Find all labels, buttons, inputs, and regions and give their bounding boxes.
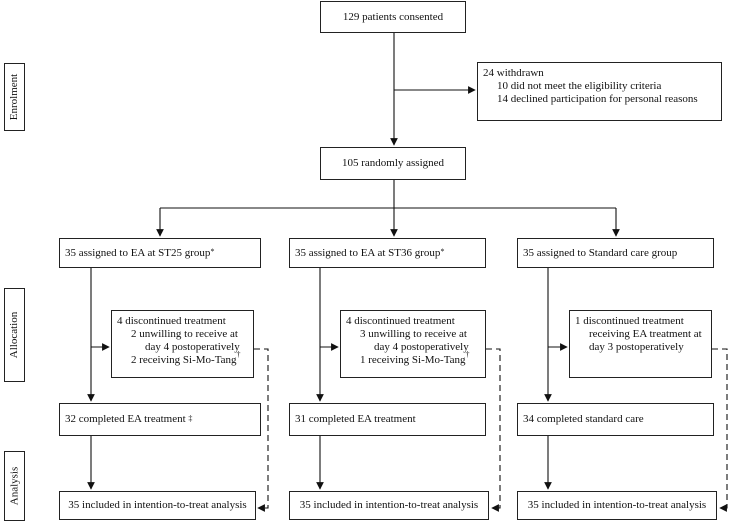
randomized-box: 105 randomly assigned: [320, 147, 466, 180]
group3-discontinued-box: 1 discontinued treatment receiving EA tr…: [569, 310, 712, 378]
consented-text: 129 patients consented: [342, 10, 444, 23]
group2-discontinued-line3-mark: †: [465, 350, 470, 360]
group2-completed-text: 31 completed EA treatment: [295, 413, 416, 425]
group2-analysis-text: 35 included in intention-to-treat analys…: [299, 499, 479, 511]
group3-assigned-box: 35 assigned to Standard care group: [517, 238, 714, 268]
group3-completed-box: 34 completed standard care: [517, 403, 714, 436]
group3-discontinued-title: 1 discontinued treatment: [575, 315, 684, 327]
group3-completed-text: 34 completed standard care: [523, 413, 644, 425]
group1-completed-text: 32 completed EA treatment: [65, 413, 186, 425]
group1-discontinued-line3: 2 receiving Si-Mo-Tang: [131, 354, 237, 366]
randomized-text: 105 randomly assigned: [341, 157, 445, 169]
group1-assigned-box: 35 assigned to EA at ST25 group*: [59, 238, 261, 268]
group1-discontinued-line3-mark: †: [236, 350, 241, 360]
withdrawn-reason-2: 14 declined participation for personal r…: [497, 93, 698, 105]
group3-discontinued-line1: receiving EA treatment at: [589, 328, 702, 340]
phase-label-allocation-text: Allocation: [8, 311, 21, 359]
group2-discontinued-title: 4 discontinued treatment: [346, 315, 455, 327]
phase-label-analysis: Analysis: [4, 451, 25, 521]
group1-assigned-text: 35 assigned to EA at ST25 group: [65, 246, 211, 259]
withdrawn-box: 24 withdrawn 10 did not meet the eligibi…: [477, 62, 722, 121]
group2-assigned-box: 35 assigned to EA at ST36 group*: [289, 238, 486, 268]
group1-completed-box: 32 completed EA treatment ‡: [59, 403, 261, 436]
phase-label-enrolment-text: Enrolment: [8, 73, 21, 121]
group3-analysis-text: 35 included in intention-to-treat analys…: [527, 499, 707, 511]
group2-discontinued-line2: day 4 postoperatively: [374, 341, 469, 353]
group2-assigned-text: 35 assigned to EA at ST36 group: [295, 246, 441, 259]
phase-label-allocation: Allocation: [4, 288, 25, 382]
group2-discontinued-line1: 3 unwilling to receive at: [360, 328, 467, 340]
group2-completed-box: 31 completed EA treatment: [289, 403, 486, 436]
dashed-group3-discontinued-to-analysis: [712, 348, 728, 512]
group1-discontinued-title: 4 discontinued treatment: [117, 315, 226, 327]
dashed-group2-discontinued-to-analysis: [486, 348, 501, 512]
group1-discontinued-line1: 2 unwilling to receive at: [131, 328, 238, 340]
group1-analysis-text: 35 included in intention-to-treat analys…: [68, 499, 247, 511]
group2-discontinued-box: 4 discontinued treatment 3 unwilling to …: [340, 310, 486, 378]
group3-analysis-box: 35 included in intention-to-treat analys…: [517, 491, 717, 520]
phase-label-enrolment: Enrolment: [4, 63, 25, 131]
group3-assigned-text: 35 assigned to Standard care group: [523, 246, 678, 259]
phase-label-analysis-text: Analysis: [8, 466, 21, 506]
withdrawn-title: 24 withdrawn: [483, 67, 544, 79]
group1-analysis-box: 35 included in intention-to-treat analys…: [59, 491, 256, 520]
dashed-group1-discontinued-to-analysis: [254, 348, 269, 512]
group1-discontinued-box: 4 discontinued treatment 2 unwilling to …: [111, 310, 254, 378]
withdrawn-reason-1: 10 did not meet the eligibility criteria: [497, 80, 662, 92]
group2-discontinued-line3: 1 receiving Si-Mo-Tang: [360, 354, 466, 366]
consented-box: 129 patients consented: [320, 1, 466, 33]
group3-discontinued-line2: day 3 postoperatively: [589, 341, 684, 353]
group1-discontinued-line2: day 4 postoperatively: [145, 341, 240, 353]
group2-analysis-box: 35 included in intention-to-treat analys…: [289, 491, 489, 520]
